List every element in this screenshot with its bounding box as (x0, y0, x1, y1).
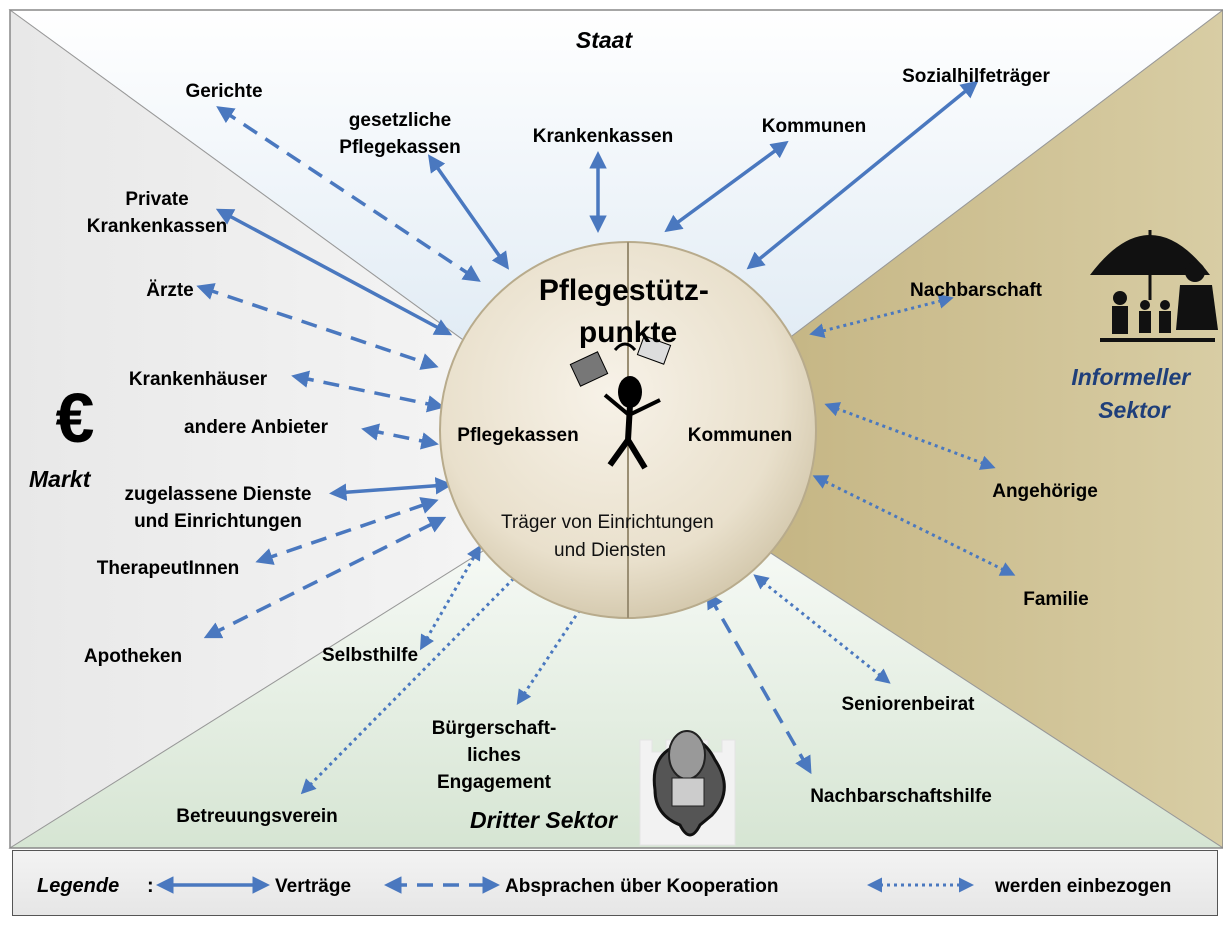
labels: Staat Informeller Sektor Markt Dritter S… (29, 27, 1196, 833)
actor-familie: Familie (1023, 589, 1088, 610)
arrow-sozialhilfeträger (746, 80, 979, 270)
center-bottom-line-2: und Diensten (554, 540, 666, 561)
legend-dashed-label: Absprachen über Kooperation (505, 876, 778, 897)
dritter-sektor-label: Dritter Sektor (470, 807, 618, 833)
actor-nachbarschaft: Nachbarschaft (910, 280, 1043, 301)
staat-label: Staat (576, 27, 634, 53)
center-bottom-line-1: Träger von Einrichtungen (501, 512, 714, 533)
actor-apotheken: Apotheken (84, 646, 182, 667)
center-title-line-2: punkte (579, 316, 677, 349)
legend: Legende : Verträge Absprachen über Koope… (12, 850, 1218, 916)
actor-kommunen: Kommunen (762, 116, 867, 137)
legend-solid-label: Verträge (275, 876, 351, 897)
arrow-nachbarschaft (809, 293, 954, 339)
legend-canvas: Legende : Verträge Absprachen über Koope… (37, 875, 1171, 897)
arrow-betreuungsverein (300, 565, 527, 795)
arrow-nachbarschaftshilfe (706, 590, 812, 775)
legend-dotted-label: werden einbezogen (994, 876, 1171, 897)
juggler-figure-icon (569, 335, 672, 470)
actor-ärzte: Ärzte (146, 280, 194, 301)
actor-gerichte: Gerichte (185, 81, 262, 102)
arrow-ärzte (196, 283, 439, 370)
actor-selbsthilfe: Selbsthilfe (322, 645, 418, 666)
arrow-apotheken (203, 516, 447, 639)
actor-krankenhäuser: Krankenhäuser (129, 369, 268, 390)
center-title: Pflegestütz- punkte (539, 274, 717, 349)
arrow-krankenhäuser (291, 370, 445, 413)
center-left-label: Pflegekassen (457, 425, 578, 446)
arrow-andere-anbieter (361, 423, 439, 450)
actor-nachbarschaftshilfe: Nachbarschaftshilfe (810, 786, 992, 807)
legend-colon: : (147, 875, 154, 897)
diagram-frame (9, 9, 1223, 849)
center-bottom-label: Träger von Einrichtungen und Diensten (501, 512, 719, 561)
arrow-bürgerschaft-liches-engagement (516, 596, 589, 706)
actor-betreuungsverein: Betreuungsverein (176, 806, 338, 827)
center-title-line-1: Pflegestütz- (539, 274, 709, 307)
legend-title: Legende (37, 875, 119, 897)
informeller-line-1: Informeller (1071, 364, 1191, 390)
actor-angehörige: Angehörige (992, 481, 1098, 502)
markt-label: Markt (29, 466, 92, 492)
actor-seniorenbeirat: Seniorenbeirat (841, 694, 975, 715)
informeller-label: Informeller Sektor (1071, 364, 1196, 423)
castle-group-icon (639, 730, 736, 846)
arrow-gesetzliche-pflegekassen (427, 154, 510, 270)
actor-therapeutinnen: TherapeutInnen (97, 558, 240, 579)
actor-krankenkassen: Krankenkassen (533, 126, 673, 147)
euro-icon: € (56, 379, 95, 457)
arrow-angehörige (824, 402, 996, 470)
actor-sozialhilfeträger: Sozialhilfeträger (902, 66, 1050, 87)
actor-andere-anbieter: andere Anbieter (184, 417, 329, 438)
center-right-label: Kommunen (688, 425, 793, 446)
arrow-zugelassene-dienste-und-einrichtungen (329, 477, 453, 501)
informeller-line-2: Sektor (1098, 397, 1171, 423)
arrows (196, 80, 1016, 795)
umbrella-family-icon (1090, 230, 1218, 342)
arrow-familie (812, 475, 1016, 576)
